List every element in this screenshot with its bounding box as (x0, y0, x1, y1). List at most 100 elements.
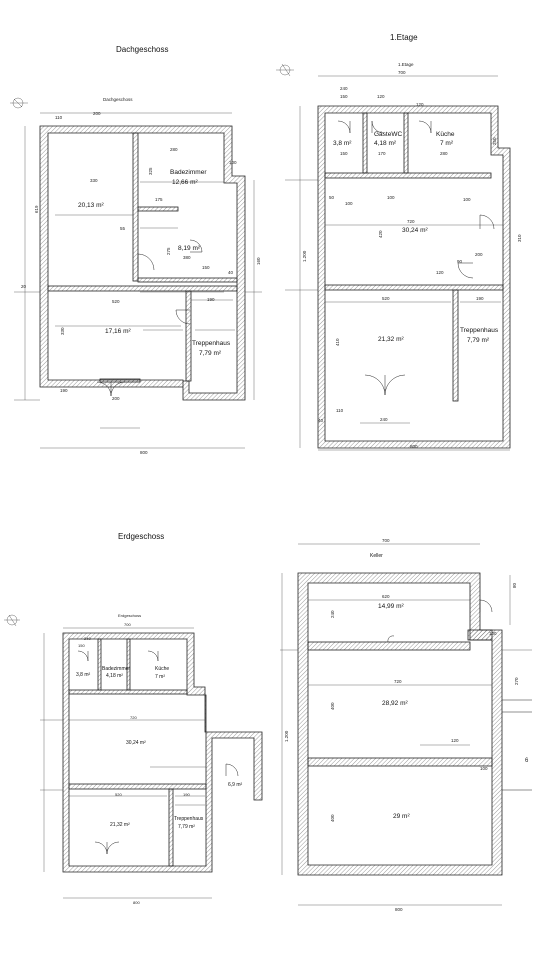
dim-label: 190 (183, 792, 190, 797)
dim-label: 280 (170, 147, 178, 152)
dim-label: 150 (78, 643, 85, 648)
dim-label: 100 (229, 160, 237, 165)
sheet-subtitle: Erdgeschoss (118, 613, 142, 618)
room-area: 21,32 m² (378, 336, 404, 343)
sheet-title: Dachgeschoss (116, 45, 169, 54)
sheet-keller: Keller 14,99 m² 28,92 m² 29 m² 700 620 2… (270, 520, 540, 930)
floor-plan-drawing (4, 614, 263, 899)
north-arrow-icon (4, 614, 20, 627)
dim-label: 720 (394, 679, 402, 684)
room-name: Treppenhaus (192, 340, 231, 347)
dim-label: 720 (130, 715, 137, 720)
dim-label: 520 (115, 792, 122, 797)
dim-label: 330 (60, 327, 65, 335)
dim-label: 380 (183, 255, 191, 260)
room-name: Treppenhaus (174, 816, 204, 822)
dim-label: 100 (463, 197, 471, 202)
dim-label: 400 (330, 702, 335, 710)
room-area: 21,32 m² (110, 822, 130, 828)
dim-label: 700 (382, 538, 390, 543)
dim-label: 200 (93, 111, 101, 116)
room-area: 7 m² (155, 674, 165, 680)
dim-label: 400 (330, 814, 335, 822)
dim-label: 170 (378, 151, 386, 156)
dim-label: 190 (476, 296, 484, 301)
dim-label: 420 (378, 230, 383, 238)
dim-label: 110 (336, 408, 344, 413)
dim-label: 120 (436, 270, 444, 275)
dim-label: 80 (512, 582, 517, 588)
room-area: 29 m² (393, 813, 410, 820)
sheet-dachgeschoss: Dachgeschoss Dachgeschoss (0, 30, 265, 460)
north-arrow-icon (276, 63, 294, 77)
dim-label: 250 (492, 137, 497, 145)
dim-label: 150 (202, 265, 210, 270)
dim-label: 150 (340, 94, 348, 99)
room-name: Küche (436, 131, 455, 138)
dim-label: 800 (395, 907, 403, 912)
room-area: 7,79 m² (178, 824, 195, 830)
dim-label: 190 (60, 388, 68, 393)
dim-label: 240 (330, 610, 335, 618)
room-area: 30,24 m² (402, 227, 428, 234)
room-area: 6,9 m² (228, 782, 243, 788)
dim-label: 110 (55, 115, 63, 120)
dim-label: 240 (340, 86, 348, 91)
room-area: 3,8 m² (333, 140, 352, 147)
room-name: GästeWC (374, 131, 403, 138)
room-area: 30,24 m² (126, 740, 146, 746)
dim-label: 120 (377, 94, 385, 99)
dim-label: 270 (514, 677, 519, 685)
dim-label: 55 (120, 226, 126, 231)
dim-label: 240 (380, 417, 388, 422)
sheet-title: Erdgeschoss (118, 532, 165, 541)
dim-label: 150 (340, 151, 348, 156)
room-area: 7 m² (440, 140, 453, 147)
north-arrow-icon (10, 97, 28, 109)
dim-label: 700 (124, 622, 131, 627)
room-name: Treppenhaus (460, 327, 499, 334)
dim-label: 160 (256, 257, 261, 265)
dim-label: 175 (155, 197, 163, 202)
room-name: Küche (155, 666, 170, 672)
dim-label: 120 (451, 738, 459, 743)
sheet-title: 1.Etage (390, 33, 418, 42)
dim-label: 90 (457, 259, 463, 264)
dim-label: 520 (382, 296, 390, 301)
sheet-1-etage: 1.Etage 1.Etage 3,8 m² Gäst (270, 30, 540, 460)
dim-label: 1.200 (302, 250, 307, 262)
dim-label: 620 (382, 594, 390, 599)
room-area: 7,79 m² (199, 350, 222, 357)
dim-label: 100 (489, 631, 497, 636)
dim-label: 520 (112, 299, 120, 304)
dim-label: 330 (90, 178, 98, 183)
room-area: 20,13 m² (78, 202, 104, 209)
sheet-erdgeschoss: Erdgeschoss Erdgeschoss 3,8 m² Badezi (0, 520, 265, 930)
dim-label: 200 (112, 396, 120, 401)
room-name: Badezimmer (102, 666, 131, 672)
room-area: 4,18 m² (106, 673, 123, 679)
room-area: 28,92 m² (382, 700, 408, 707)
room-area: 7,79 m² (467, 337, 490, 344)
dim-label: 120 (416, 102, 424, 107)
dim-label: 200 (475, 252, 483, 257)
room-area: 4,18 m² (374, 140, 397, 147)
sheet-title: Keller (370, 553, 383, 559)
dim-label: 275 (166, 247, 171, 255)
dim-label: 800 (133, 900, 140, 905)
room-name: Badezimmer (170, 169, 207, 176)
dim-label: 40 (318, 418, 324, 423)
dim-label: 280 (440, 151, 448, 156)
dim-label: 190 (207, 297, 215, 302)
floor-plan-drawing (10, 97, 262, 449)
dim-label: 700 (398, 70, 406, 75)
dim-label: 800 (410, 444, 418, 449)
dim-label: 410 (335, 338, 340, 346)
dim-label: 619 (34, 205, 39, 213)
room-area: 8,19 m² (178, 245, 201, 252)
dim-label: 6 (525, 758, 529, 764)
floor-plan-drawing (280, 543, 532, 906)
dim-label: 325 (148, 167, 153, 175)
dim-label: 100 (480, 766, 488, 771)
dim-label: 100 (387, 195, 395, 200)
